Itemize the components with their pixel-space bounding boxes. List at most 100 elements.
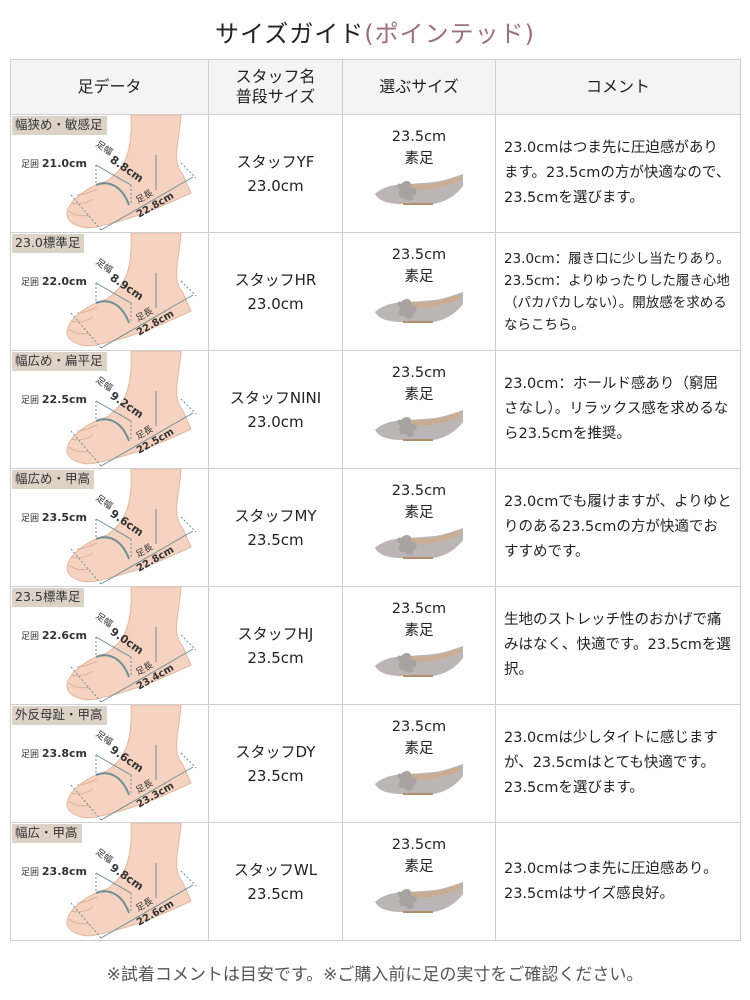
- foot-type-tag: 幅広め・扁平足: [12, 352, 107, 371]
- chosen-size: 23.5cm: [391, 836, 447, 853]
- chosen-size: 23.5cm: [391, 718, 447, 735]
- girth-measurement: 足囲 23.5cm: [21, 511, 88, 524]
- chosen-size-note: 素足: [404, 504, 434, 521]
- chosen-size: 23.5cm: [391, 364, 447, 381]
- foot-illustration-icon: [66, 351, 197, 467]
- shoe-product-image: [375, 527, 463, 559]
- girth-measurement: 足囲 22.0cm: [21, 275, 88, 288]
- chosen-size-cell: 23.5cm 素足: [342, 350, 496, 469]
- shoe-product-image: [375, 881, 463, 913]
- girth-measurement: 足囲 21.0cm: [21, 157, 88, 170]
- table-header-row: 足データ スタッフ名普段サイズ 選ぶサイズ コメント: [10, 59, 741, 115]
- foot-illustration-icon: [66, 705, 197, 821]
- shoe-product-image: [375, 645, 463, 677]
- chosen-size-cell: 23.5cm 素足: [342, 232, 496, 351]
- foot-illustration-icon: [66, 115, 197, 231]
- chosen-size: 23.5cm: [391, 600, 447, 617]
- chosen-size-cell: 23.5cm 素足: [342, 704, 496, 823]
- foot-data-cell: 23.5標準足 足囲 22.6cm 足幅 9.0cm 足長 23.4cm: [10, 586, 209, 705]
- chosen-size-note: 素足: [404, 622, 434, 639]
- staff-cell: スタッフMY 23.5cm: [208, 468, 343, 587]
- foot-type-tag: 23.5標準足: [12, 588, 85, 607]
- comment-cell: 23.0cm：履き口に少し当たりあり。23.5cm：よりゆったりした履き心地（パ…: [495, 232, 741, 351]
- chosen-size-note: 素足: [404, 858, 434, 875]
- chosen-size-note: 素足: [404, 268, 434, 285]
- title-accent: (ポインテッド): [364, 20, 535, 48]
- staff-cell: スタッフYF 23.0cm: [208, 114, 343, 233]
- foot-type-tag: 23.0標準足: [12, 234, 85, 253]
- comment-cell: 生地のストレッチ性のおかげで痛みはなく、快適です。23.5cmを選択。: [495, 586, 741, 705]
- staff-cell: スタッフWL 23.5cm: [208, 822, 343, 941]
- table-row: 幅狭め・敏感足 足囲 21.0cm 足幅 8.8cm 足長 22.8cm スタッ…: [10, 114, 741, 233]
- header-comment: コメント: [495, 59, 741, 115]
- staff-usual-size: 23.5cm: [247, 884, 304, 903]
- size-guide-table: 足データ スタッフ名普段サイズ 選ぶサイズ コメント 幅狭め・敏感足 足囲 21…: [10, 59, 741, 941]
- page-title: サイズガイド(ポインテッド): [0, 14, 750, 49]
- girth-measurement: 足囲 23.8cm: [21, 865, 88, 878]
- foot-data-cell: 幅狭め・敏感足 足囲 21.0cm 足幅 8.8cm 足長 22.8cm: [10, 114, 209, 233]
- foot-type-tag: 外反母趾・甲高: [12, 706, 107, 725]
- table-row: 23.0標準足 足囲 22.0cm 足幅 8.9cm 足長 22.8cm スタッ…: [10, 232, 741, 351]
- comment-cell: 23.0cm：ホールド感あり（窮屈さなし）。リラックス感を求めるなら23.5cm…: [495, 350, 741, 469]
- girth-measurement: 足囲 22.6cm: [21, 629, 88, 642]
- staff-name: スタッフNINI: [229, 388, 322, 407]
- header-staff-line1: スタッフ名: [235, 67, 316, 86]
- header-foot-data: 足データ: [10, 59, 209, 115]
- staff-usual-size: 23.5cm: [247, 530, 304, 549]
- comment-cell: 23.0cmは少しタイトに感じますが、23.5cmはとても快適です。23.5cm…: [495, 704, 741, 823]
- table-row: 23.5標準足 足囲 22.6cm 足幅 9.0cm 足長 23.4cm スタッ…: [10, 586, 741, 705]
- chosen-size-cell: 23.5cm 素足: [342, 468, 496, 587]
- staff-name: スタッフDY: [235, 742, 316, 761]
- staff-name: スタッフHJ: [237, 624, 314, 643]
- staff-name: スタッフMY: [234, 506, 317, 525]
- chosen-size-cell: 23.5cm 素足: [342, 586, 496, 705]
- staff-usual-size: 23.0cm: [247, 294, 304, 313]
- foot-illustration-icon: [66, 587, 197, 703]
- shoe-product-image: [375, 409, 463, 441]
- chosen-size: 23.5cm: [391, 128, 447, 145]
- foot-type-tag: 幅狭め・敏感足: [12, 116, 107, 135]
- girth-measurement: 足囲 22.5cm: [21, 393, 88, 406]
- foot-illustration-icon: [66, 823, 197, 939]
- chosen-size-cell: 23.5cm 素足: [342, 822, 496, 941]
- header-staff-line2: 普段サイズ: [235, 87, 316, 106]
- staff-name: スタッフYF: [236, 152, 315, 171]
- foot-data-cell: 外反母趾・甲高 足囲 23.8cm 足幅 9.6cm 足長 23.3cm: [10, 704, 209, 823]
- staff-cell: スタッフHR 23.0cm: [208, 232, 343, 351]
- header-chosen-size: 選ぶサイズ: [342, 59, 496, 115]
- shoe-product-image: [375, 291, 463, 323]
- staff-cell: スタッフDY 23.5cm: [208, 704, 343, 823]
- chosen-size: 23.5cm: [391, 246, 447, 263]
- shoe-product-image: [375, 173, 463, 205]
- shoe-product-image: [375, 763, 463, 795]
- foot-data-cell: 幅広・甲高 足囲 23.8cm 足幅 9.8cm 足長 22.6cm: [10, 822, 209, 941]
- foot-type-tag: 幅広め・甲高: [12, 470, 95, 489]
- chosen-size-cell: 23.5cm 素足: [342, 114, 496, 233]
- foot-data-cell: 幅広め・扁平足 足囲 22.5cm 足幅 9.2cm 足長 22.5cm: [10, 350, 209, 469]
- table-row: 外反母趾・甲高 足囲 23.8cm 足幅 9.6cm 足長 23.3cm スタッ…: [10, 704, 741, 823]
- comment-cell: 23.0cmはつま先に圧迫感あり。23.5cmはサイズ感良好。: [495, 822, 741, 941]
- chosen-size: 23.5cm: [391, 482, 447, 499]
- chosen-size-note: 素足: [404, 740, 434, 757]
- staff-usual-size: 23.5cm: [247, 648, 304, 667]
- foot-data-cell: 23.0標準足 足囲 22.0cm 足幅 8.9cm 足長 22.8cm: [10, 232, 209, 351]
- chosen-size-note: 素足: [404, 386, 434, 403]
- foot-illustration-icon: [66, 233, 197, 349]
- girth-measurement: 足囲 23.8cm: [21, 747, 88, 760]
- table-row: 幅広・甲高 足囲 23.8cm 足幅 9.8cm 足長 22.6cm スタッフW…: [10, 822, 741, 941]
- footnote: ※試着コメントは目安です。※ご購入前に足の実寸をご確認ください。: [106, 965, 644, 985]
- staff-cell: スタッフHJ 23.5cm: [208, 586, 343, 705]
- chosen-size-note: 素足: [404, 150, 434, 167]
- staff-name: スタッフHR: [234, 270, 317, 289]
- staff-cell: スタッフNINI 23.0cm: [208, 350, 343, 469]
- staff-usual-size: 23.0cm: [247, 412, 304, 431]
- comment-cell: 23.0cmでも履けますが、よりゆとりのある23.5cmの方が快適でおすすめです…: [495, 468, 741, 587]
- staff-name: スタッフWL: [233, 860, 318, 879]
- foot-illustration-icon: [66, 469, 197, 585]
- foot-data-cell: 幅広め・甲高 足囲 23.5cm 足幅 9.6cm 足長 22.8cm: [10, 468, 209, 587]
- table-row: 幅広め・甲高 足囲 23.5cm 足幅 9.6cm 足長 22.8cm スタッフ…: [10, 468, 741, 587]
- foot-type-tag: 幅広・甲高: [12, 824, 82, 843]
- staff-usual-size: 23.0cm: [247, 176, 304, 195]
- header-staff: スタッフ名普段サイズ: [208, 59, 343, 115]
- title-main: サイズガイド: [214, 20, 365, 48]
